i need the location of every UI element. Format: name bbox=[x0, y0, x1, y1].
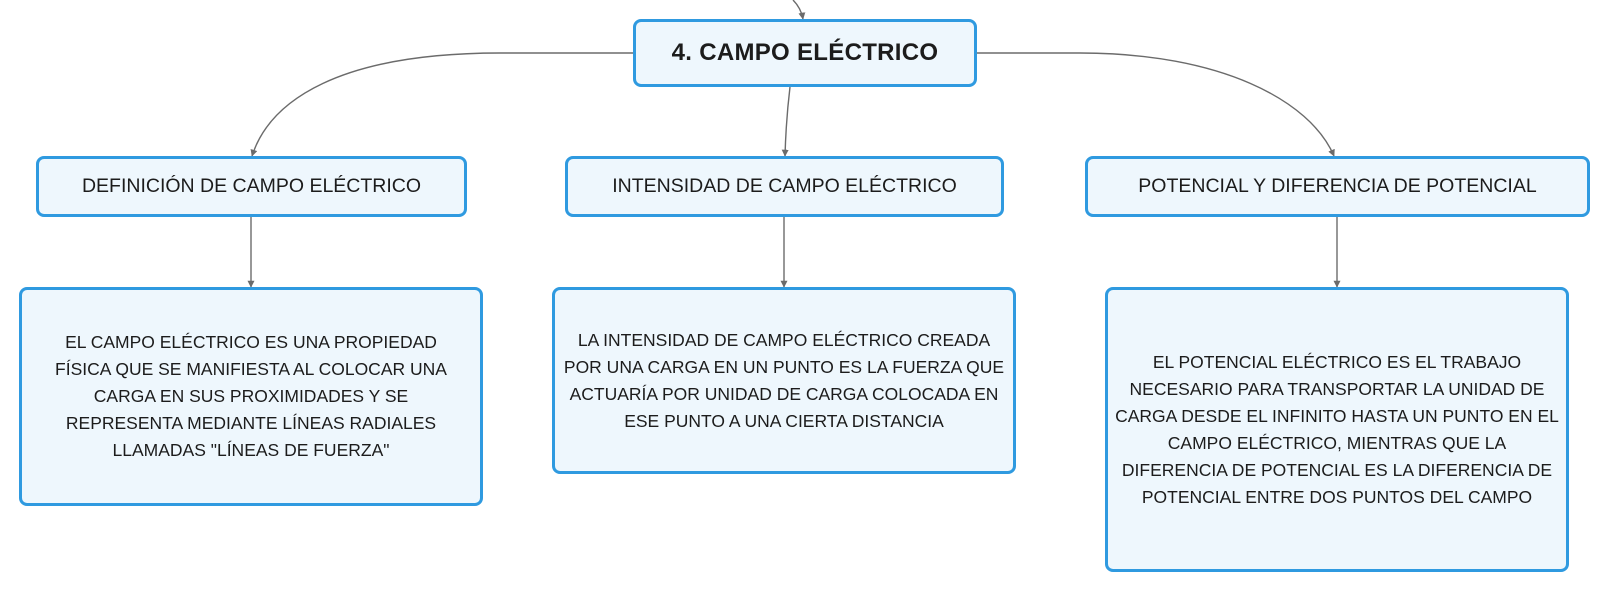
branch-intensidad[interactable]: INTENSIDAD DE CAMPO ELÉCTRICO bbox=[565, 156, 1004, 217]
description-definicion[interactable]: EL CAMPO ELÉCTRICO ES UNA PROPIEDAD FÍSI… bbox=[19, 287, 483, 506]
root-topic[interactable]: 4. CAMPO ELÉCTRICO bbox=[633, 19, 977, 87]
connector-root-to-intensidad bbox=[781, 86, 791, 157]
description-definicion-text: EL CAMPO ELÉCTRICO ES UNA PROPIEDAD FÍSI… bbox=[55, 332, 447, 460]
description-intensidad[interactable]: LA INTENSIDAD DE CAMPO ELÉCTRICO CREADA … bbox=[552, 287, 1016, 474]
description-potencial-text: EL POTENCIAL ELÉCTRICO ES EL TRABAJO NEC… bbox=[1115, 351, 1559, 507]
root-topic-label: 4. CAMPO ELÉCTRICO bbox=[671, 39, 939, 66]
description-potencial[interactable]: EL POTENCIAL ELÉCTRICO ES EL TRABAJO NEC… bbox=[1105, 287, 1569, 572]
branch-potencial-label: POTENCIAL Y DIFERENCIA DE POTENCIAL bbox=[1138, 175, 1537, 197]
branch-potencial[interactable]: POTENCIAL Y DIFERENCIA DE POTENCIAL bbox=[1085, 156, 1590, 217]
connector-root-to-definicion bbox=[250, 52, 633, 157]
connector-root-to-potencial bbox=[977, 52, 1335, 157]
branch-intensidad-label: INTENSIDAD DE CAMPO ELÉCTRICO bbox=[612, 175, 957, 197]
branch-definicion[interactable]: DEFINICIÓN DE CAMPO ELÉCTRICO bbox=[36, 156, 467, 217]
branch-definicion-label: DEFINICIÓN DE CAMPO ELÉCTRICO bbox=[81, 175, 422, 197]
connector-parent-to-root bbox=[792, 0, 806, 20]
description-intensidad-text: LA INTENSIDAD DE CAMPO ELÉCTRICO CREADA … bbox=[563, 329, 1005, 431]
